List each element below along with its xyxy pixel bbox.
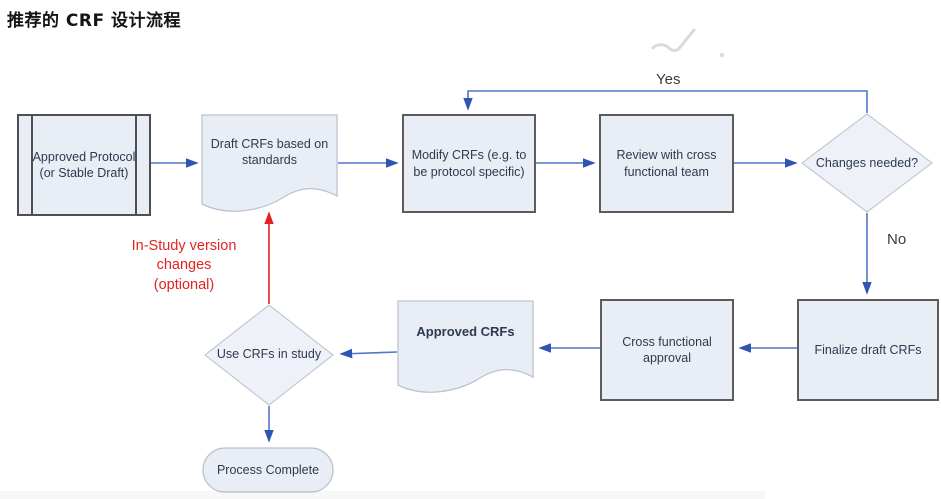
node-approved-crfs-shape xyxy=(397,300,534,393)
page-title: 推荐的 CRF 设计流程 xyxy=(7,11,182,31)
node-use-crfs-shape xyxy=(204,304,334,406)
node-modify-crfs-shape xyxy=(402,114,536,213)
edge-approvedcrfs-to-use xyxy=(339,348,398,359)
node-changes-needed-shape xyxy=(801,113,933,213)
node-review-team-shape xyxy=(599,114,734,213)
edge-yes-loop xyxy=(463,90,868,113)
node-process-complete-shape xyxy=(202,447,334,493)
edge-label-no: No xyxy=(887,231,907,248)
edge-label-yes: Yes xyxy=(656,71,681,88)
node-approved-protocol-shape xyxy=(17,114,151,216)
node-draft-crfs-shape xyxy=(201,114,338,212)
node-finalize-draft-shape xyxy=(797,299,939,401)
bottom-edge-artifact xyxy=(0,491,765,499)
node-cross-approval-shape xyxy=(600,299,734,401)
in-study-version-note: In-Study version changes (optional) xyxy=(131,238,237,293)
watermark-check-icon xyxy=(651,28,725,58)
